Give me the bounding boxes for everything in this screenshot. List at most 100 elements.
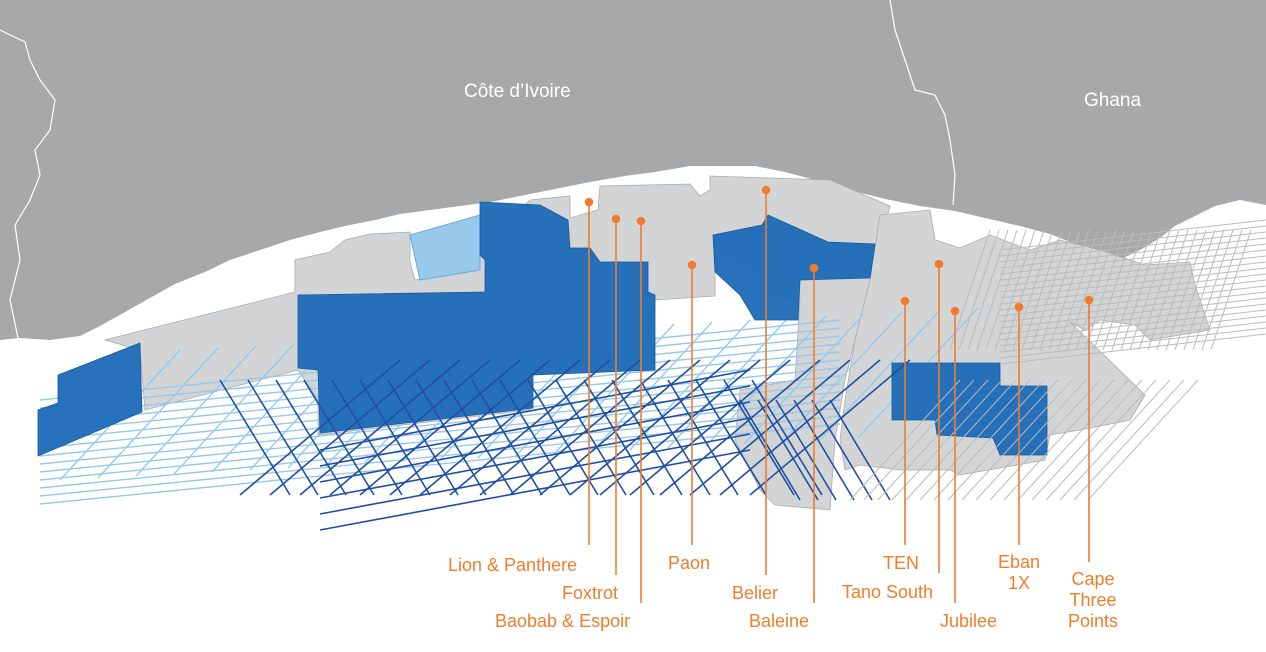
seismic-line-dark	[811, 399, 873, 501]
seismic-line-dark	[499, 379, 571, 496]
seismic-line-grey	[999, 279, 1266, 311]
seismic-line-grey	[1192, 229, 1234, 351]
seismic-line-grey	[1003, 229, 1045, 351]
seismic-line-dark	[479, 359, 641, 496]
field-label-jubilee: Jubilee	[940, 611, 998, 631]
seismic-line-dark	[659, 359, 821, 496]
seismic-line-grey	[947, 379, 1059, 501]
seismic-line-dark	[275, 379, 347, 496]
seismic-line-grey	[999, 219, 1266, 251]
seismic-line-dark	[319, 401, 751, 483]
seismic-line-dark	[793, 399, 855, 501]
seismic-line-dark	[829, 399, 891, 501]
seismic-line-grey	[905, 379, 1017, 501]
field-label-cape-line-1: Cape	[1071, 569, 1115, 589]
seismic-line-light	[39, 407, 841, 489]
seismic-line-dark	[509, 359, 671, 496]
seismic-line-dark	[319, 369, 751, 451]
seismic-grey-lines	[849, 219, 1266, 501]
border-line	[889, 0, 956, 206]
seismic-line-grey	[933, 379, 1045, 501]
seismic-line-dark	[639, 379, 711, 496]
field-label-cape-line-3: Points	[1067, 611, 1119, 631]
seismic-line-grey	[1201, 229, 1243, 351]
seismic-line-grey	[999, 231, 1266, 263]
seismic-line-dark	[471, 379, 543, 496]
field-marker-ten	[900, 296, 910, 306]
field-label-foxtrot: Foxtrot	[562, 583, 619, 603]
licence-block-light-blue	[409, 214, 481, 281]
seismic-line-grey	[1093, 229, 1135, 351]
seismic-line-dark	[415, 379, 487, 496]
seismic-line-grey	[877, 379, 989, 501]
seismic-line-dark	[539, 359, 701, 496]
seismic-line-grey	[1073, 379, 1185, 501]
seismic-line-dark	[689, 359, 851, 496]
seismic-line-grey	[1174, 229, 1216, 351]
seismic-line-grey	[999, 225, 1266, 257]
seismic-line-grey	[999, 267, 1266, 299]
field-label-baobab-espoir: Baobab & Espoir	[495, 611, 631, 631]
field-marker-eban	[1014, 302, 1024, 312]
border-line	[0, 29, 56, 339]
seismic-line-grey	[999, 291, 1266, 323]
seismic-line-grey	[961, 379, 1073, 501]
field-label-paon: Paon	[668, 553, 711, 573]
field-label-cape-three-points: Cape Three Points	[1058, 569, 1128, 632]
field-marker-cape-three-points	[1084, 295, 1094, 305]
field-label-eban-line-1: Eban	[997, 552, 1041, 572]
country-label-ghana: Ghana	[1084, 90, 1142, 111]
seismic-line-grey	[1066, 229, 1108, 351]
field-marker-lion-panthere	[584, 197, 594, 207]
seismic-line-dark	[219, 379, 291, 496]
field-label-eban-line-2: 1X	[1007, 573, 1031, 593]
country-label-cote-divoire: Côte d’Ivoire	[464, 81, 571, 102]
seismic-line-dark	[419, 359, 581, 496]
seismic-line-dark	[389, 359, 551, 496]
seismic-line-dark	[569, 359, 731, 496]
seismic-line-dark	[319, 449, 751, 531]
field-label-belier: Belier	[732, 583, 779, 603]
seismic-line-dark	[329, 359, 491, 496]
seismic-line-grey	[999, 327, 1266, 359]
field-label-eban: Eban 1X	[990, 552, 1048, 594]
seismic-line-grey	[1087, 379, 1199, 501]
seismic-line-dark	[319, 385, 751, 467]
seismic-line-grey	[999, 273, 1266, 305]
field-label-baleine: Baleine	[749, 611, 810, 631]
seismic-line-dark	[719, 359, 881, 496]
seismic-line-grey	[1059, 379, 1171, 501]
seismic-line-dark	[757, 399, 819, 501]
seismic-line-grey	[958, 229, 1000, 351]
seismic-line-grey	[1017, 379, 1129, 501]
seismic-line-grey	[1039, 229, 1081, 351]
seismic-line-grey	[999, 321, 1266, 353]
seismic-line-light	[39, 399, 841, 481]
licence-blocks-dark-blue	[37, 201, 1048, 457]
field-label-tano-south: Tano South	[842, 582, 934, 602]
seismic-line-grey	[999, 237, 1266, 269]
seismic-line-grey	[1003, 379, 1115, 501]
seismic-line-dark	[239, 359, 401, 496]
seismic-line-dark	[319, 433, 751, 515]
seismic-line-grey	[999, 303, 1266, 335]
field-label-cape-line-2: Three	[1069, 590, 1117, 610]
seismic-line-grey	[999, 261, 1266, 293]
seismic-line-grey	[999, 255, 1266, 287]
field-label-lion-panthere: Lion & Panthere	[448, 555, 578, 575]
seismic-line-grey	[1111, 229, 1153, 351]
seismic-line-grey	[1147, 229, 1189, 351]
seismic-line-grey	[985, 229, 1027, 351]
seismic-line-grey	[999, 333, 1266, 365]
field-marker-tano-south	[934, 259, 944, 269]
land-mass	[0, 0, 1266, 340]
seismic-line-dark	[247, 379, 319, 496]
field-marker-jubilee	[950, 306, 960, 316]
seismic-line-grey	[1120, 229, 1162, 351]
field-leaders	[584, 185, 1094, 603]
field-marker-baobab-espoir	[636, 216, 646, 226]
seismic-line-light	[667, 317, 789, 449]
seismic-line-dark	[319, 417, 751, 499]
seismic-line-grey	[999, 297, 1266, 329]
